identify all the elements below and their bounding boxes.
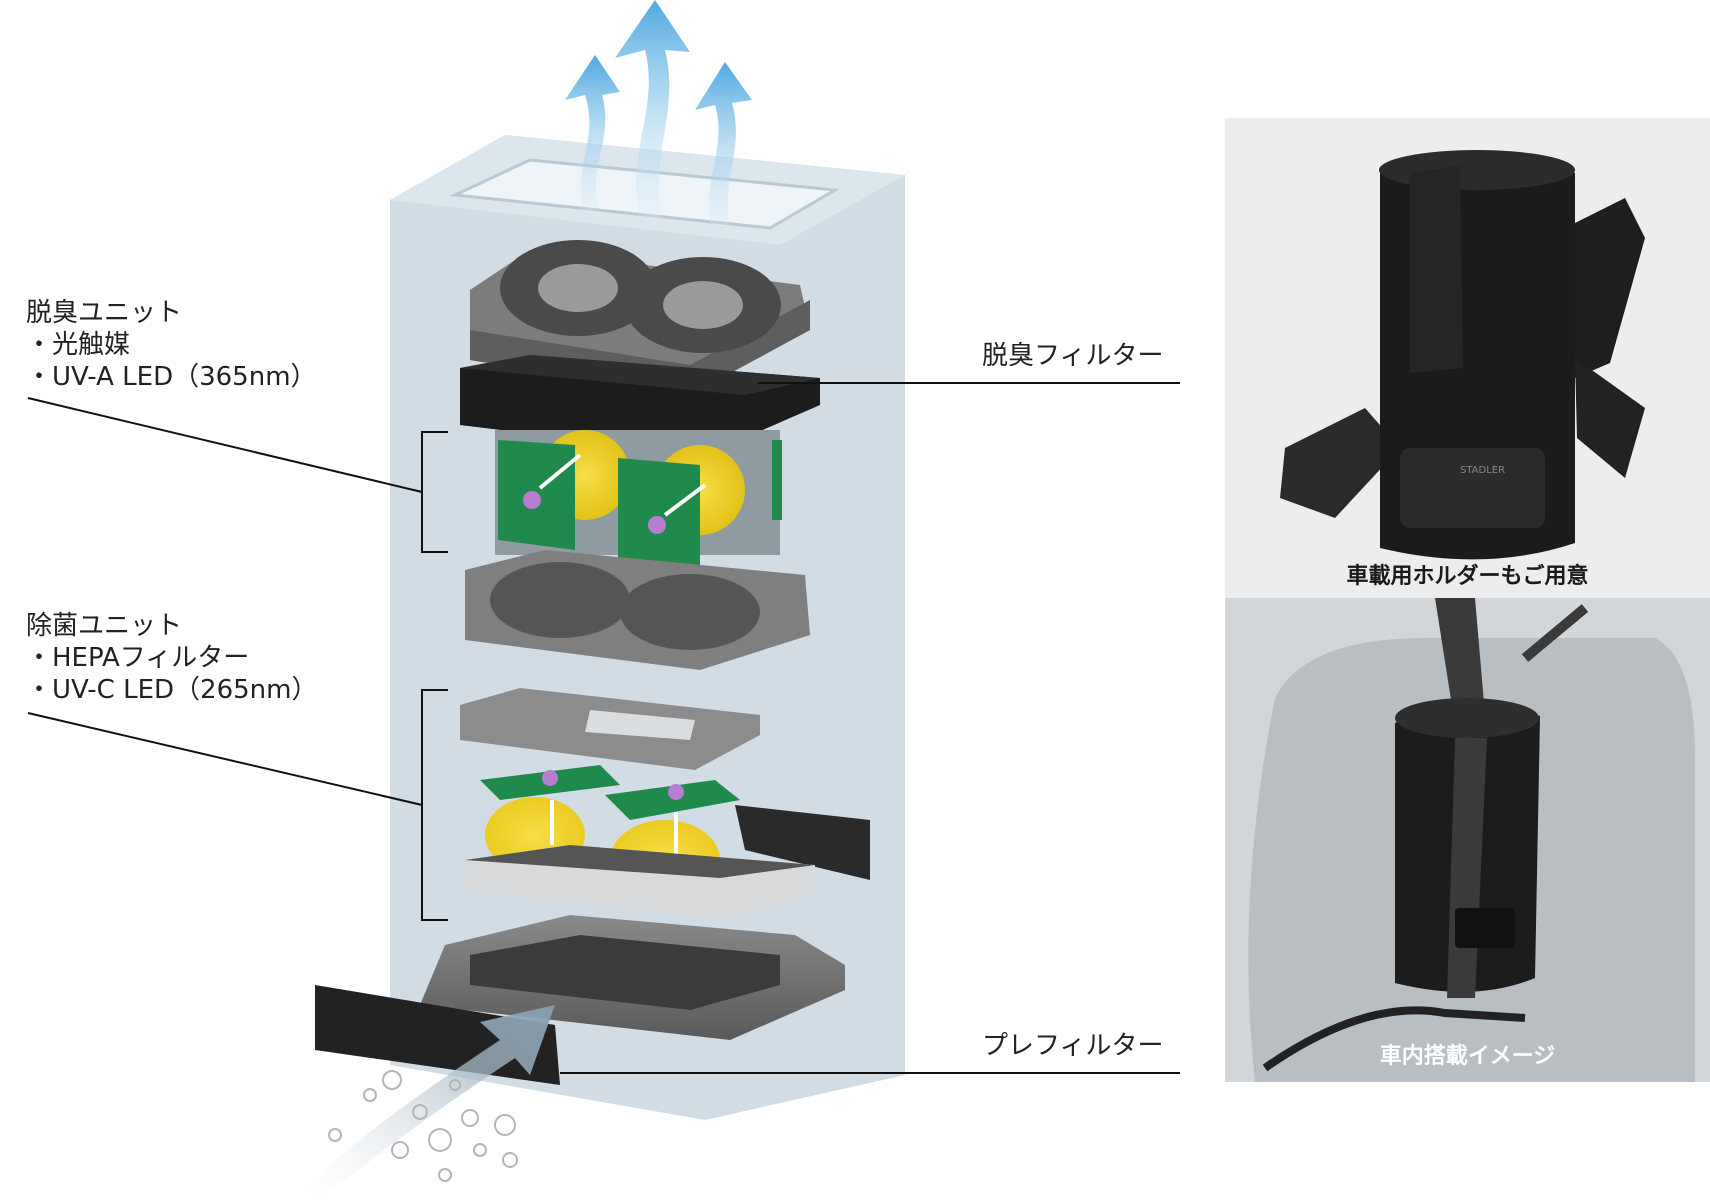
holder-brand-mark: STADLER xyxy=(1460,465,1505,476)
base-unit xyxy=(420,915,845,1040)
deodor-filter-label: 脱臭フィルター xyxy=(982,341,1164,371)
sterilize-unit-item-1: ・HEPAフィルター xyxy=(26,643,250,673)
deodor-unit-item-2: ・UV-A LED（365nm） xyxy=(26,362,317,392)
car-photo: 車内搭載イメージ xyxy=(1225,598,1710,1082)
car-seat-image xyxy=(1225,598,1710,1082)
deodor-unit-item-1: ・光触媒 xyxy=(26,330,131,360)
sterilize-unit-title: 除菌ユニット xyxy=(26,611,183,641)
airflow-out-arrows xyxy=(565,0,752,232)
leader-lines xyxy=(27,382,1180,1074)
lower-fan-unit xyxy=(465,550,810,670)
photocatalyst-chamber xyxy=(495,430,782,570)
holder-photo: STADLER 車載用ホルダーもご用意 xyxy=(1225,118,1710,598)
airflow-in-arrow xyxy=(300,1005,555,1198)
deodor-unit-label: 脱臭ユニット ・光触媒 ・UV-A LED（365nm） xyxy=(26,297,317,393)
pre-filter-label: プレフィルター xyxy=(982,1031,1164,1061)
holder-caption: 車載用ホルダーもご用意 xyxy=(1346,564,1589,589)
uvc-plate xyxy=(460,688,760,770)
deodor-unit-title: 脱臭ユニット xyxy=(26,298,183,328)
sterilize-unit-label: 除菌ユニット ・HEPAフィルター ・UV-C LED（265nm） xyxy=(26,610,317,706)
car-caption: 車内搭載イメージ xyxy=(1379,1044,1556,1069)
holder-bag-image: STADLER xyxy=(1280,150,1645,560)
hepa-filter xyxy=(465,845,815,920)
sterilize-unit-item-2: ・UV-C LED（265nm） xyxy=(26,675,318,705)
